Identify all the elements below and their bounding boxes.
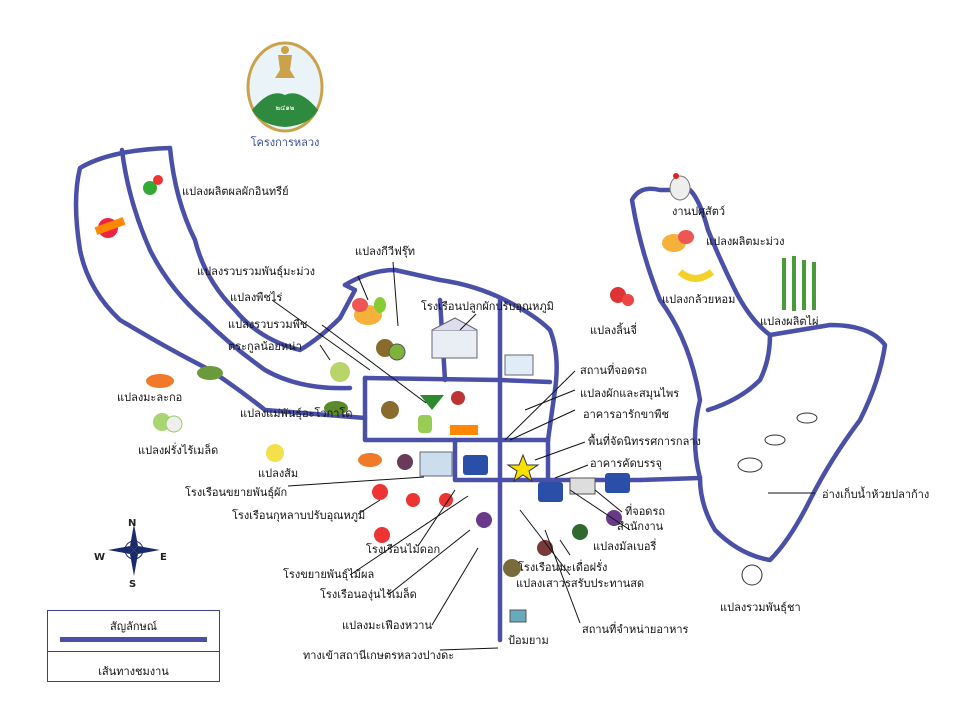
compass-s: S xyxy=(129,579,137,590)
greenhouse-icon xyxy=(431,317,478,359)
label-reservoir: อ่างเก็บน้ำห้วยปลาก้าง xyxy=(822,488,930,501)
label-veg-greenhouse: โรงเรือนปลูกผักปรับอุณหภูมิ xyxy=(421,300,554,313)
label-avocado: แปลงแม่พันธุ์อะโวกาโด xyxy=(240,407,353,420)
label-office: สำนักงาน xyxy=(617,520,664,533)
label-plant-collection: แปลงรวบรวมพืช xyxy=(228,318,308,331)
label-exhibit: พื้นที่จัดนิทรรศการกลาง xyxy=(588,435,701,448)
royal-project-logo: ๒๔๑๒ โครงการหลวง xyxy=(246,41,324,149)
legend-divider xyxy=(48,651,219,652)
label-orange: แปลงส้ม xyxy=(258,467,299,480)
banana-icon xyxy=(677,269,715,282)
compass-w: W xyxy=(94,552,106,563)
bamboo-icon xyxy=(782,256,816,311)
mango-icon xyxy=(352,297,386,325)
label-guard: ป้อมยาม xyxy=(508,634,549,647)
label-persimmon: โรงเรือนมะเดื่อฝรั่ง xyxy=(518,561,608,574)
label-herbs-eat: แปลงเสาวรสรับประทานสด xyxy=(516,577,645,590)
map-icons xyxy=(94,173,818,623)
mango-prod-icon xyxy=(662,230,694,252)
mulberry-icon xyxy=(572,524,588,540)
tea-icon xyxy=(741,564,763,586)
label-papaya: แปลงมะละกอ xyxy=(117,391,183,404)
map-legend: สัญลักษณ์ เส้นทางชมงาน xyxy=(47,610,220,682)
lychee-icon xyxy=(610,287,634,306)
fruit-row-icons xyxy=(358,451,453,477)
bus-icon xyxy=(463,455,630,502)
label-mango-prod: แปลงผลิตมะม่วง xyxy=(706,235,785,248)
compass-n: N xyxy=(128,518,137,529)
legend-route-swatch xyxy=(60,637,207,642)
building-icon xyxy=(504,354,534,376)
logo-text: โครงการหลวง xyxy=(251,135,320,149)
label-parking2: ที่จอดรถ xyxy=(625,505,666,518)
label-passion: แปลงมะเฟืองหวาน xyxy=(342,619,432,632)
logo-numerals: ๒๔๑๒ xyxy=(276,104,295,112)
label-bamboo: แปลงผลิตไผ่ xyxy=(760,315,819,328)
label-fruit-propagation: โรงขยายพันธุ์ไม้ผล xyxy=(283,568,375,581)
compass-e: E xyxy=(160,552,167,563)
label-organic-veg: แปลงผลิตผลผักอินทรีย์ xyxy=(182,185,289,198)
leader-lines xyxy=(271,261,815,651)
papaya-icon xyxy=(146,366,223,388)
vegetable-icon xyxy=(94,175,163,238)
label-guava: แปลงฝรั่งไร้เมล็ด xyxy=(138,444,219,457)
star-icon xyxy=(506,453,540,483)
compass-rose xyxy=(108,524,160,576)
label-seed-bldg: อาคารอารักขาพืช xyxy=(583,408,669,421)
label-field-crops: แปลงพืชไร่ xyxy=(230,291,283,304)
label-entrance: ทางเข้าสถานีเกษตรหลวงปางดะ xyxy=(303,649,455,662)
label-kiwi: แปลงกีวีฟรุ๊ท xyxy=(355,245,415,258)
fig-icon xyxy=(503,540,553,577)
label-mango-collection: แปลงรวบรวมพันธุ์มะม่วง xyxy=(197,265,316,278)
label-tea: แปลงรวมพันธุ์ชา xyxy=(720,601,801,614)
orange-icon xyxy=(266,444,284,462)
office-building-icon xyxy=(569,477,596,495)
label-propagation: โรงเรือนขยายพันธุ์ผัก xyxy=(185,486,288,499)
annona-icon xyxy=(330,362,350,382)
label-packing: อาคารคัดบรรจุ xyxy=(590,457,662,470)
label-lychee: แปลงลิ้นจี่ xyxy=(590,324,637,337)
avocado-icon xyxy=(324,401,348,415)
guava-icon xyxy=(153,413,183,433)
label-parking1: สถานที่จอดรถ xyxy=(580,364,648,377)
label-annona: ตระกูลน้อยหน่า xyxy=(228,340,302,353)
chicken-icon xyxy=(669,173,691,201)
field-crop-icons xyxy=(381,391,478,435)
guard-booth-icon xyxy=(509,609,527,623)
flower-icons xyxy=(372,484,453,543)
label-livestock: งานปศุสัตว์ xyxy=(672,205,726,218)
label-grape: โรงเรือนองุ่นไร้เมล็ด xyxy=(320,588,417,601)
legend-caption: เส้นทางชมงาน xyxy=(98,665,169,678)
fish-icons xyxy=(737,412,818,473)
kiwi-icon xyxy=(376,339,406,361)
label-flower: โรงเรือนไม้ดอก xyxy=(366,543,441,556)
label-mulberry: แปลงมัลเบอรี่ xyxy=(593,540,657,553)
label-vegherb: แปลงผักและสมุนไพร xyxy=(580,387,680,400)
label-food-shop: สถานที่จำหน่ายอาหาร xyxy=(582,623,689,636)
label-banana: แปลงกล้วยหอม xyxy=(662,293,736,306)
legend-title: สัญลักษณ์ xyxy=(110,620,157,633)
route-lines xyxy=(73,145,888,643)
label-rose: โรงเรือนกุหลาบปรับอุณหภูมิ xyxy=(232,509,366,522)
